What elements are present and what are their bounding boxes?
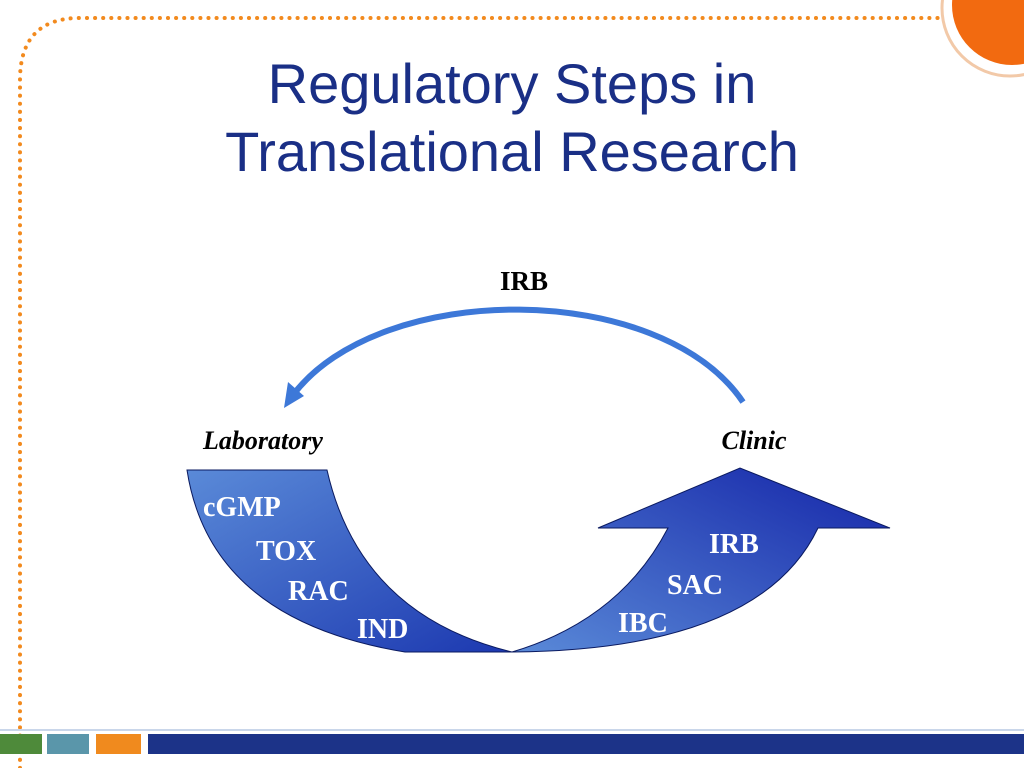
clinic-step-label: IRB: [709, 529, 759, 560]
dotted-border: [18, 16, 947, 768]
title-line-2: Translational Research: [225, 120, 799, 183]
top-arrow-head: [284, 382, 304, 408]
lab-step-label: RAC: [288, 576, 349, 607]
top-arrow-label: IRB: [500, 266, 548, 296]
clinic-label: Clinic: [721, 426, 786, 455]
corner-circle: [952, 0, 1024, 65]
footer-line: [0, 729, 1024, 731]
lab-step-label: cGMP: [203, 492, 281, 523]
laboratory-label: Laboratory: [202, 426, 323, 455]
clinic-arrow: [511, 467, 891, 653]
top-return-arrow: [290, 306, 746, 404]
footer-block-teal: [47, 734, 89, 754]
slide-title: Regulatory Steps in Translational Resear…: [0, 50, 1024, 186]
footer-bar-navy: [148, 734, 1024, 754]
footer-block-green: [0, 734, 42, 754]
footer-block-orange: [96, 734, 141, 754]
lab-step-label: TOX: [256, 536, 316, 567]
clinic-step-label: IBC: [618, 608, 668, 639]
title-line-1: Regulatory Steps in: [267, 52, 757, 115]
laboratory-band: [186, 469, 513, 653]
clinic-step-label: SAC: [667, 570, 723, 601]
lab-step-label: IND: [357, 614, 408, 645]
